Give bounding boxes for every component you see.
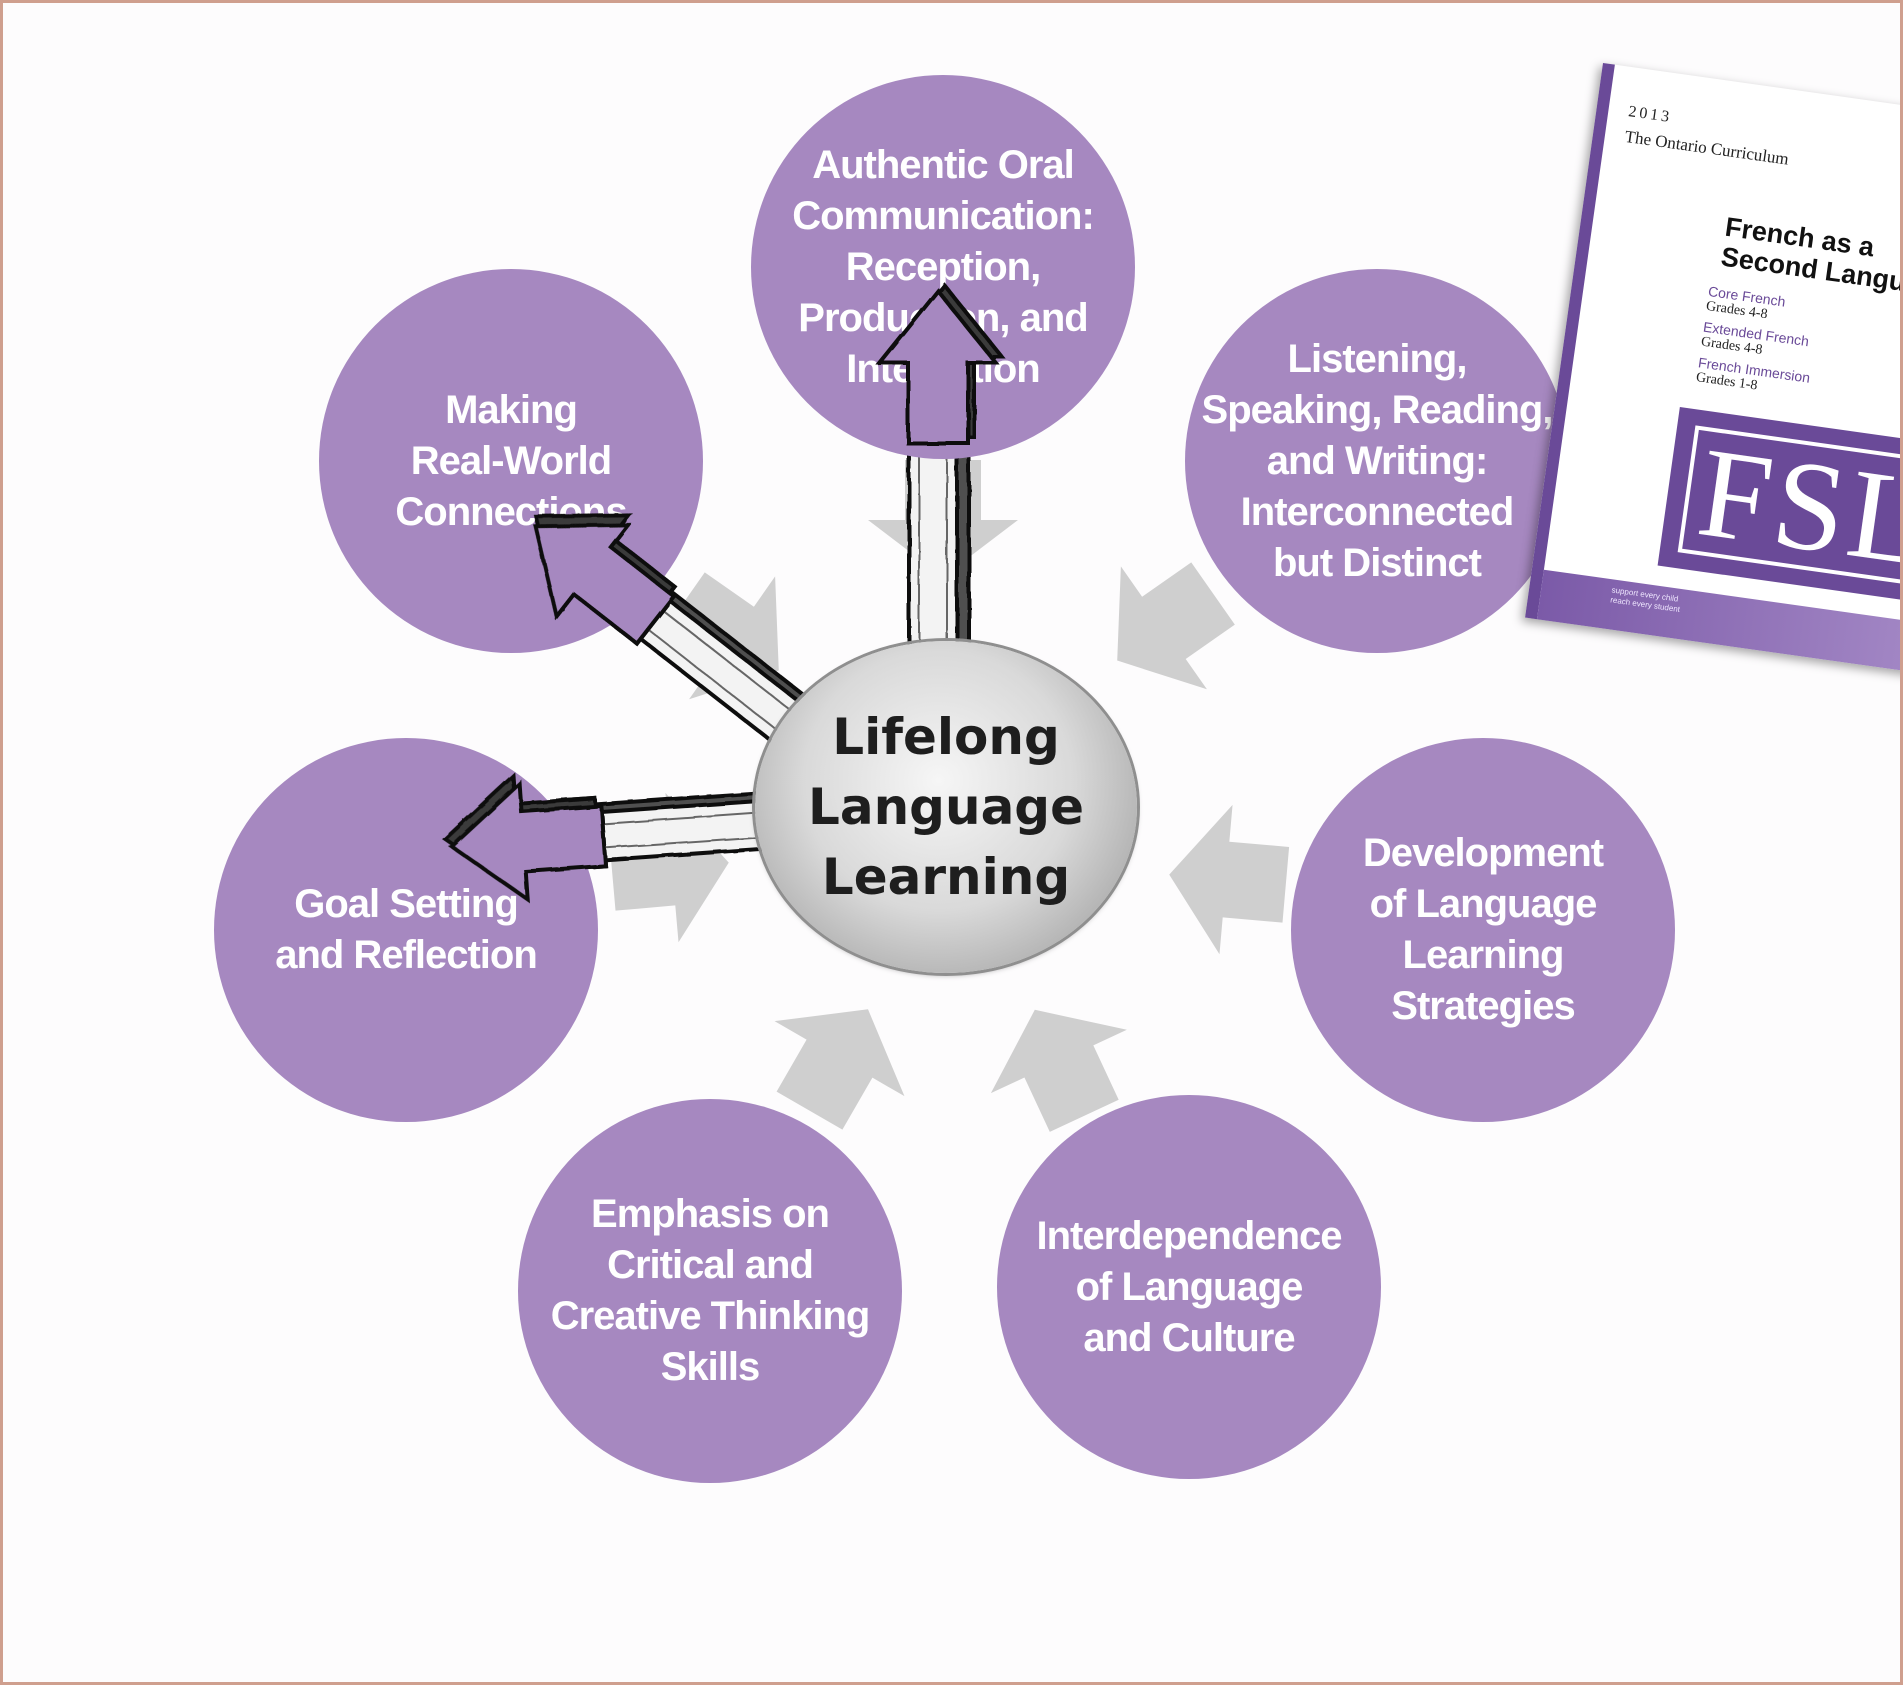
fsl-logo: FSL [1657, 407, 1900, 611]
cover-program: Core French Grades 4-8 [1705, 283, 1786, 325]
node-label: Development of Language Learning Strateg… [1362, 831, 1604, 1028]
node-label: Authentic Oral Communication: Reception,… [792, 142, 1095, 391]
node-label: Goal Setting and Reflection [275, 882, 538, 977]
fsl-logo-text: FSL [1677, 420, 1900, 593]
node-label: Interdependence of Language and Culture [1036, 1213, 1342, 1360]
node-label: Listening, Speaking, Reading, and Writin… [1201, 336, 1554, 585]
node-critical-creative-thinking: Emphasis on Critical and Creative Thinki… [518, 1099, 902, 1483]
cover-year: 2013 [1627, 103, 1674, 127]
node-label: Making Real-World Connections [395, 387, 627, 534]
node-authentic-oral-communication: Authentic Oral Communication: Reception,… [751, 75, 1135, 459]
node-goal-setting-reflection: Goal Setting and Reflection [214, 738, 598, 1122]
node-real-world-connections: Making Real-World Connections [319, 269, 703, 653]
node-language-learning-strategies: Development of Language Learning Strateg… [1291, 738, 1675, 1122]
inward-arrow-right [1162, 799, 1293, 960]
node-language-and-culture: Interdependence of Language and Culture [997, 1095, 1381, 1479]
center-label: Lifelong Language Learning [807, 708, 1085, 906]
center-node: Lifelong Language Learning [755, 641, 1137, 973]
node-listening-speaking-reading-writing: Listening, Speaking, Reading, and Writin… [1185, 269, 1569, 653]
cover-series: The Ontario Curriculum [1623, 126, 1790, 169]
node-label: Emphasis on Critical and Creative Thinki… [550, 1192, 871, 1389]
